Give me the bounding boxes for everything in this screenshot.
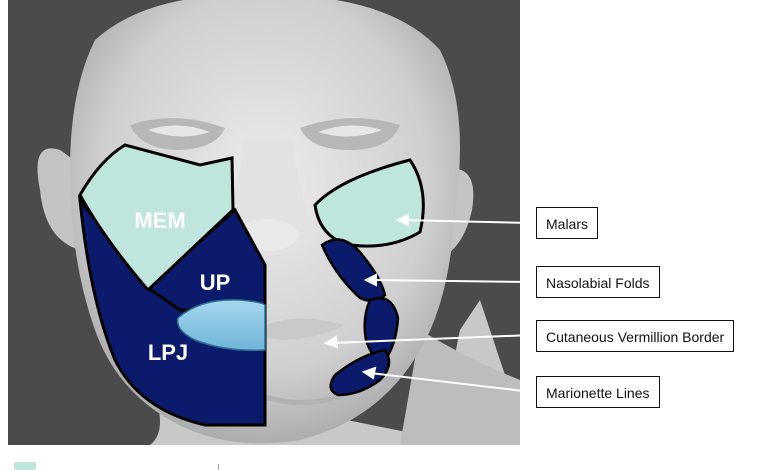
region-label-mem: MEM [134,208,185,233]
callout-malars: Malars [536,207,599,239]
right-eye [318,125,382,137]
region-lpj-shape [77,194,267,427]
chin-shadow [259,392,346,405]
region-mem-shape [78,143,235,293]
region-label-lpj: LPJ [148,340,188,365]
arrow-malars [401,219,533,224]
region-label-up: UP [200,270,231,295]
lip-shape [176,299,266,352]
left-eye [148,125,210,137]
mouth [265,318,345,340]
callout-marionette: Marionette Lines [536,376,660,408]
arrow-marionette [369,372,533,393]
arrow-vermillion [331,334,533,344]
marionette-shape [329,348,391,397]
callout-nasolabial: Nasolabial Folds [536,266,660,298]
arrow-nasolabial [371,279,533,283]
legend-swatch [14,462,36,470]
nasolabial-shape [320,238,387,303]
legend-tick [218,464,225,470]
right-shoulder [400,330,520,445]
callout-vermillion: Cutaneous Vermillion Border [536,320,735,352]
